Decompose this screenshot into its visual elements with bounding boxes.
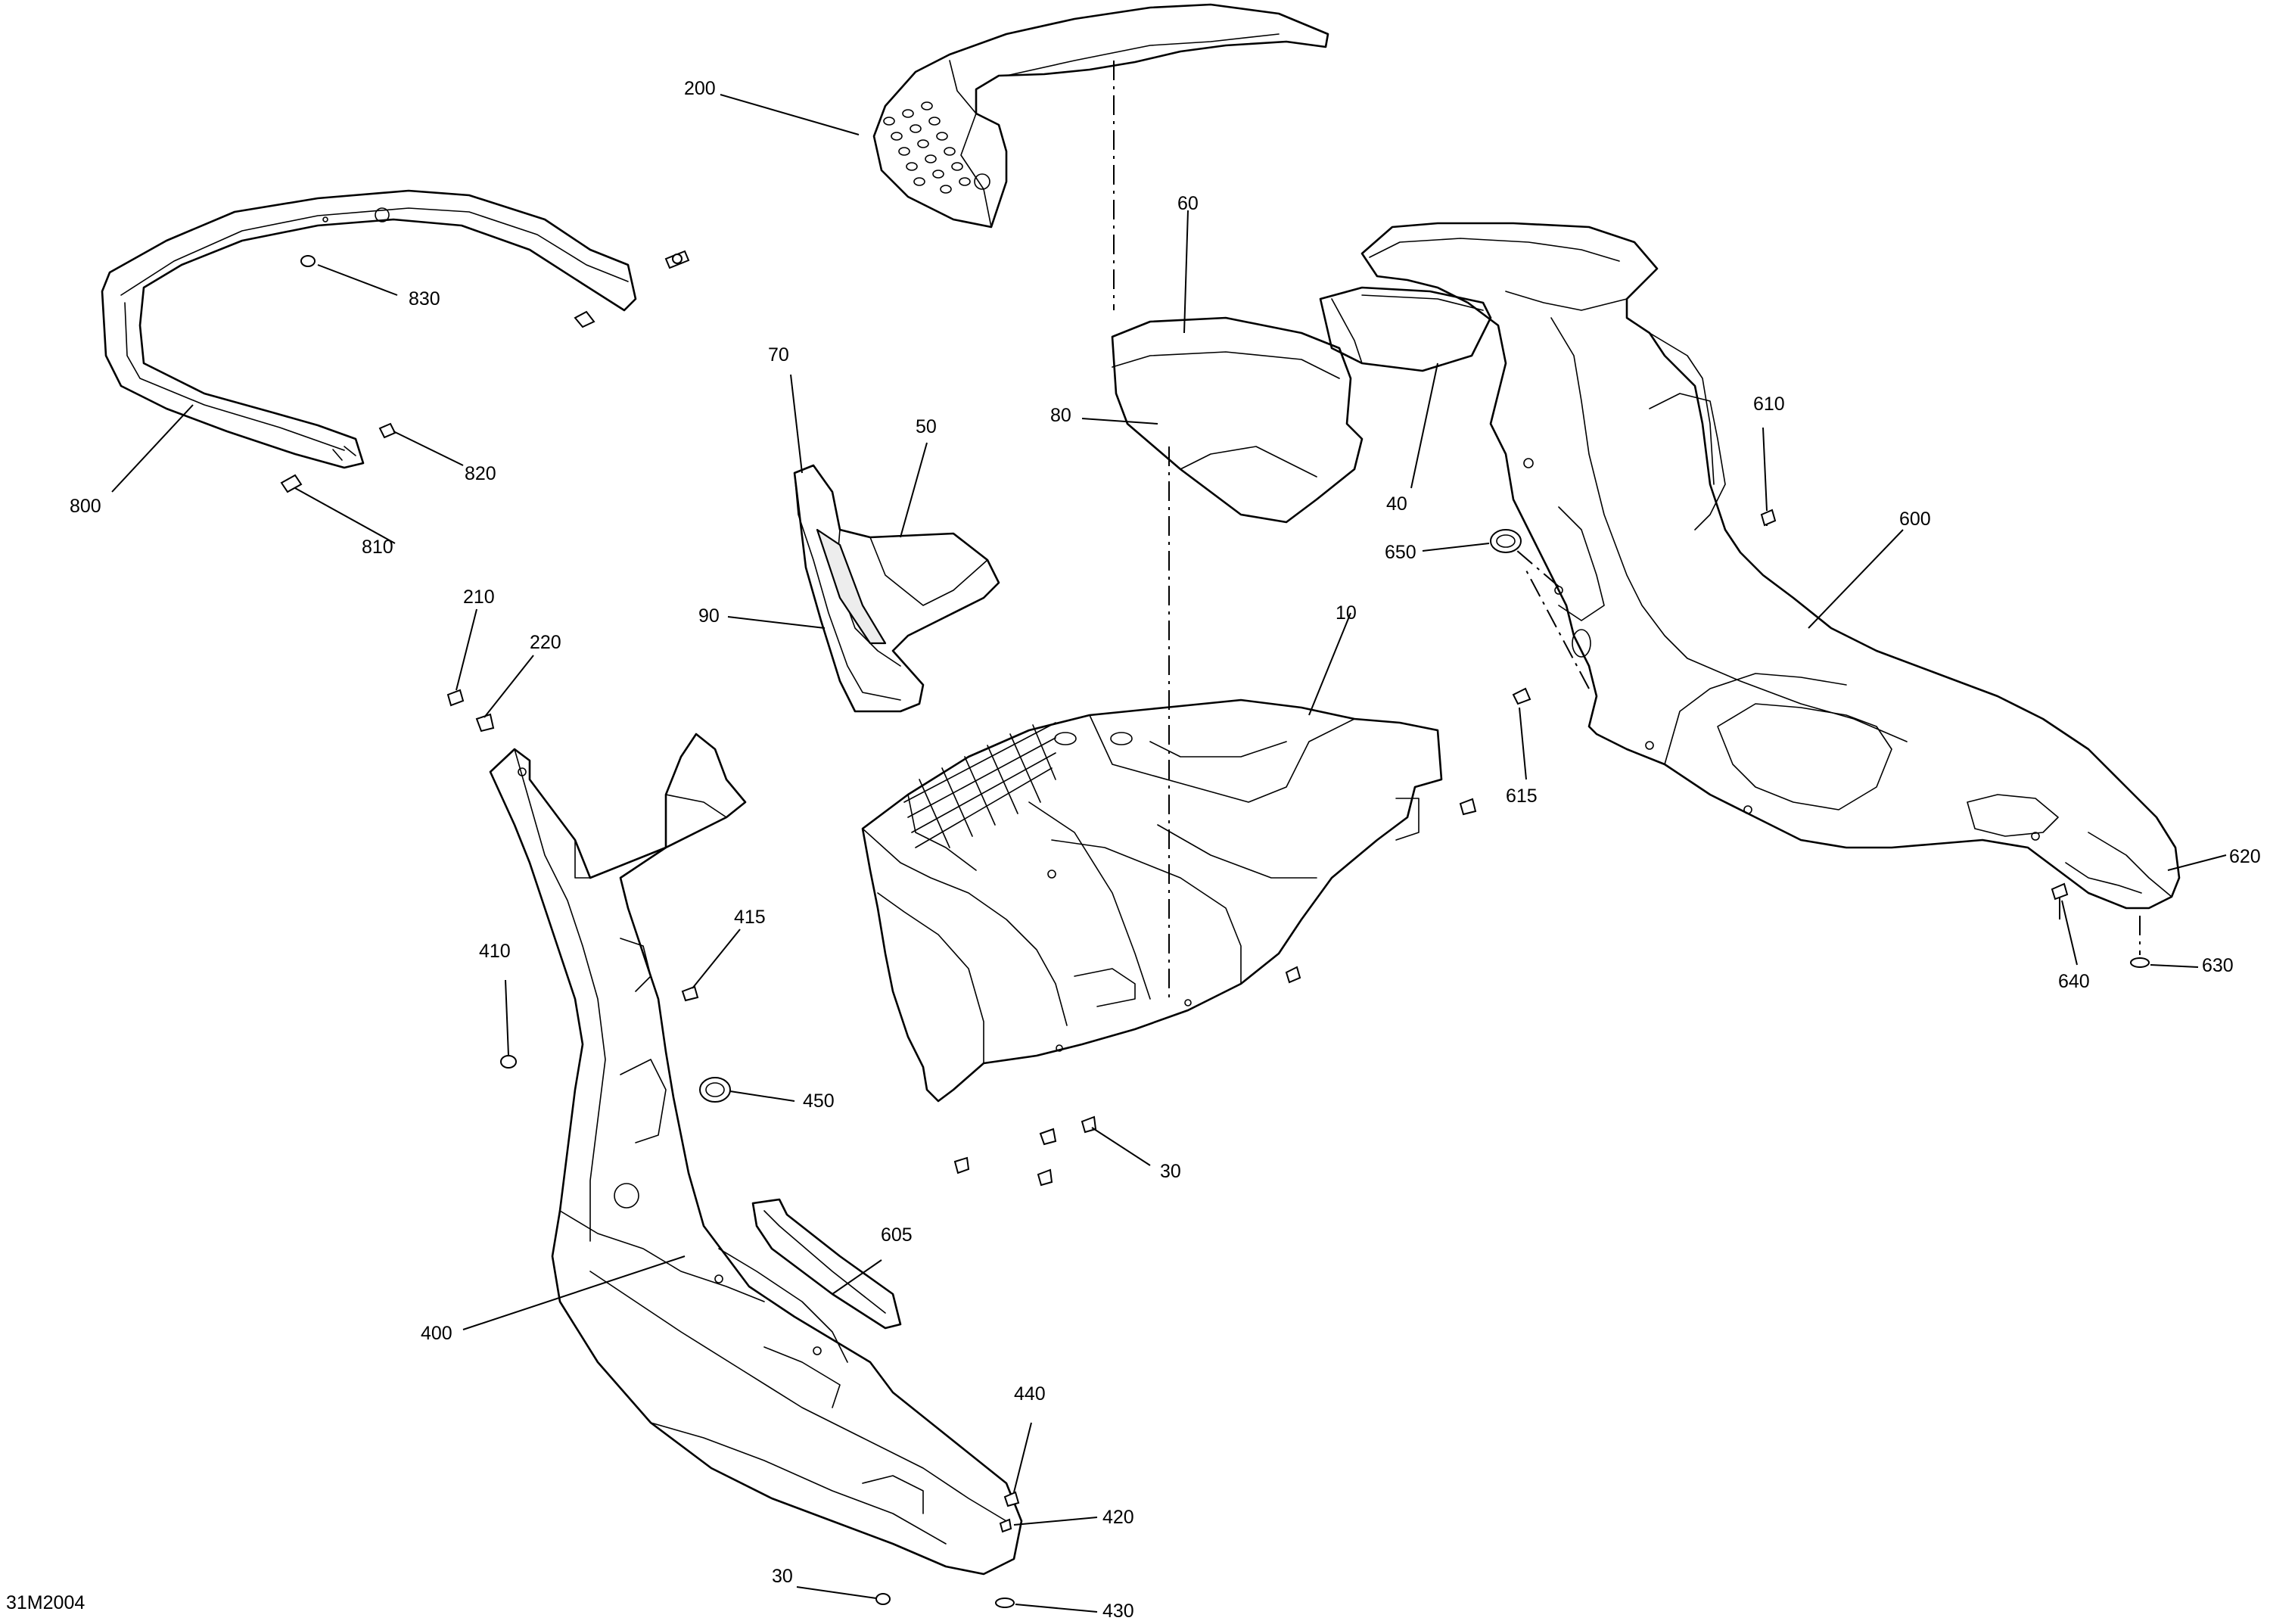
callout-50: 50 bbox=[916, 416, 937, 437]
callout-30-lower: 30 bbox=[772, 1566, 793, 1587]
callout-800: 800 bbox=[70, 496, 101, 517]
callout-400: 400 bbox=[421, 1323, 452, 1344]
part-10-front-fascia bbox=[861, 698, 1443, 1103]
fastener-210 bbox=[446, 689, 465, 707]
fastener-450-grommet bbox=[699, 1077, 731, 1103]
part-800-rear-bumper bbox=[101, 189, 637, 469]
callout-620: 620 bbox=[2229, 846, 2261, 867]
fastener-410 bbox=[500, 1055, 517, 1069]
callout-80: 80 bbox=[1050, 405, 1071, 426]
callout-30-upper: 30 bbox=[1160, 1161, 1181, 1182]
part-70-50-90-bracket bbox=[793, 464, 1000, 713]
alignment-line-650 bbox=[1505, 540, 1559, 587]
fastener-420 bbox=[999, 1518, 1012, 1533]
fastener-630-washer bbox=[2130, 957, 2150, 968]
callout-labels: 200 60 70 50 80 40 610 600 650 90 10 615… bbox=[70, 78, 2261, 1622]
fastener-820 bbox=[378, 422, 396, 439]
part-200-upper-mesh-panel bbox=[872, 3, 1329, 229]
callout-615: 615 bbox=[1506, 786, 1538, 807]
fastener-440 bbox=[1003, 1491, 1020, 1507]
fastener-615 bbox=[1512, 687, 1531, 705]
part-60-80-side-panel bbox=[1111, 286, 1492, 524]
fastener-650-grommet bbox=[1490, 529, 1522, 553]
callout-210: 210 bbox=[463, 586, 495, 608]
leader-lines bbox=[111, 94, 2227, 1613]
fastener-810 bbox=[280, 474, 303, 493]
part-400-lower-side-panel bbox=[489, 733, 1023, 1576]
callout-630: 630 bbox=[2202, 955, 2234, 976]
diagram-code: 31M2004 bbox=[6, 1592, 85, 1613]
callout-440: 440 bbox=[1014, 1383, 1046, 1405]
callout-450: 450 bbox=[803, 1090, 835, 1112]
callout-90: 90 bbox=[698, 605, 720, 627]
fastener-640 bbox=[2051, 882, 2069, 919]
callout-650: 650 bbox=[1385, 542, 1416, 563]
callout-810: 810 bbox=[362, 537, 393, 558]
callout-610: 610 bbox=[1753, 394, 1785, 415]
fastener-415 bbox=[681, 985, 699, 1002]
callout-10: 10 bbox=[1336, 602, 1357, 624]
callout-600: 600 bbox=[1899, 509, 1931, 530]
callout-820: 820 bbox=[465, 463, 496, 484]
fastener-610 bbox=[1760, 509, 1777, 527]
fastener-830 bbox=[300, 255, 316, 267]
callout-40: 40 bbox=[1386, 493, 1407, 515]
callout-430: 430 bbox=[1102, 1601, 1134, 1622]
callout-415: 415 bbox=[734, 907, 766, 928]
callout-830: 830 bbox=[409, 288, 440, 310]
callout-200: 200 bbox=[684, 78, 716, 99]
callout-420: 420 bbox=[1102, 1507, 1134, 1528]
fastener-30-lower bbox=[875, 1593, 891, 1605]
callout-410: 410 bbox=[479, 941, 511, 962]
callout-605: 605 bbox=[881, 1224, 913, 1246]
part-605-strip bbox=[751, 1198, 902, 1330]
callout-640: 640 bbox=[2058, 971, 2090, 992]
fastener-cluster-30 bbox=[953, 798, 1477, 1187]
callout-70: 70 bbox=[768, 344, 789, 366]
alignment-line-615 bbox=[1524, 567, 1590, 689]
callout-60: 60 bbox=[1177, 193, 1199, 214]
part-600-right-side-panel bbox=[1360, 222, 2181, 910]
fastener-bolt-upper-800 bbox=[574, 250, 690, 328]
fastener-430-washer bbox=[995, 1598, 1015, 1608]
callout-220: 220 bbox=[530, 632, 561, 653]
